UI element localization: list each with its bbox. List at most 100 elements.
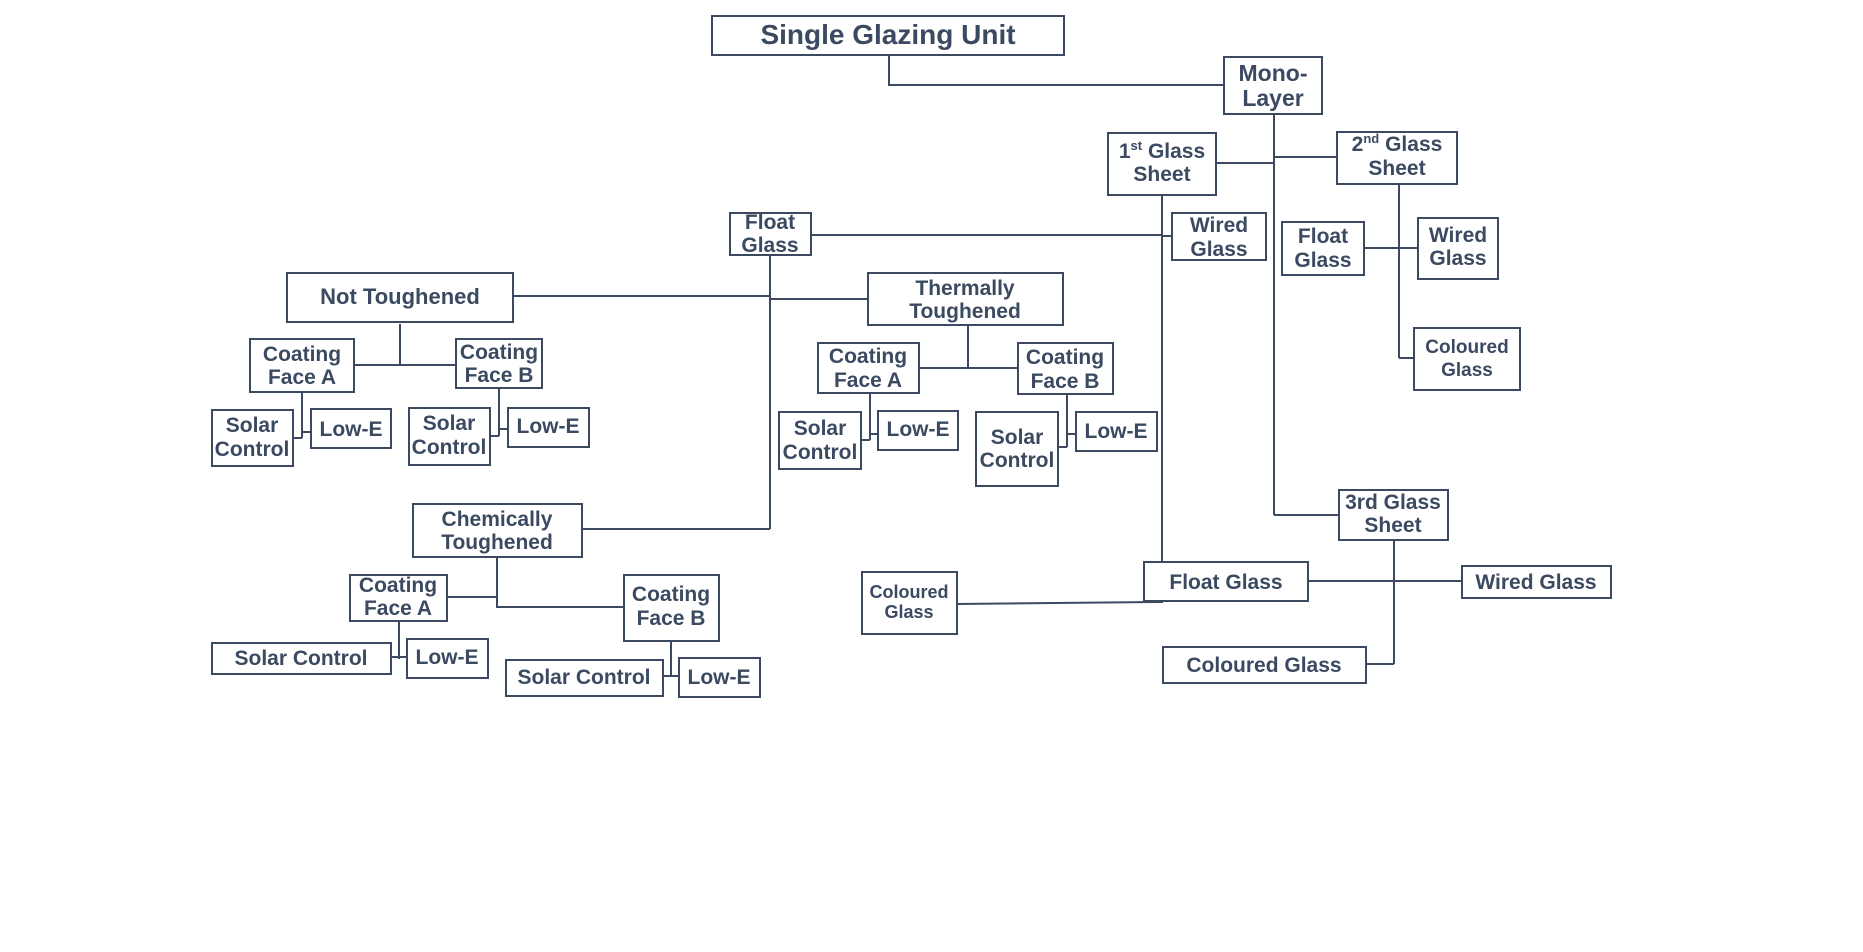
svg-text:Face A: Face A <box>364 597 432 620</box>
ct-coating-face-b-node: Coating Face B <box>623 574 720 642</box>
svg-text:Low-E: Low-E <box>320 418 383 441</box>
s2-float-glass-line-1: Float <box>1298 225 1348 248</box>
svg-text:Face A: Face A <box>268 366 336 389</box>
svg-text:Glass: Glass <box>1441 360 1493 381</box>
nt-coating-face-b-line-2: Face B <box>465 364 534 387</box>
svg-text:Toughened: Toughened <box>441 531 553 554</box>
svg-text:Float Glass: Float Glass <box>1169 571 1282 594</box>
nt-coating-face-a-line-2: Face A <box>268 366 336 389</box>
first-sheet-superscript: st <box>1131 138 1143 153</box>
not-toughened-node: Not Toughened <box>286 272 514 323</box>
svg-text:Wired Glass: Wired Glass <box>1475 571 1596 594</box>
thermally-toughened-line-2: Toughened <box>909 300 1021 323</box>
svg-text:Solar Control: Solar Control <box>517 666 650 689</box>
third-sheet-label-line-2: Sheet <box>1364 514 1421 537</box>
ct-b-solar-control-label: Solar Control <box>517 666 650 689</box>
svg-text:Solar: Solar <box>794 417 847 440</box>
svg-text:Low-E: Low-E <box>887 418 950 441</box>
svg-text:Mono-: Mono- <box>1239 60 1308 86</box>
svg-text:Solar Control: Solar Control <box>234 647 367 670</box>
ct-coating-face-a-line-1: Coating <box>359 574 437 597</box>
chemically-toughened-line-2: Toughened <box>441 531 553 554</box>
tt-coating-face-b-line-1: Coating <box>1026 346 1104 369</box>
svg-text:Toughened: Toughened <box>909 300 1021 323</box>
tt-a-solar-control-line-1: Solar <box>794 417 847 440</box>
nt-a-low-e-label: Low-E <box>320 418 383 441</box>
nt-a-solar-control-node: Solar Control <box>211 409 294 467</box>
nt-a-solar-control-line-2: Control <box>215 438 290 461</box>
s1-coloured-glass-node: Coloured Glass <box>861 571 958 635</box>
chemically-toughened-node: Chemically Toughened <box>412 503 583 558</box>
s2-float-glass-node: Float Glass <box>1281 221 1365 276</box>
svg-text:3rd Glass: 3rd Glass <box>1345 491 1441 514</box>
svg-text:Coating: Coating <box>263 343 341 366</box>
ct-b-low-e-node: Low-E <box>678 657 761 698</box>
tt-b-low-e-label: Low-E <box>1085 420 1148 443</box>
svg-text:Glass: Glass <box>1294 249 1351 272</box>
svg-text:Solar: Solar <box>226 414 279 437</box>
s2-coloured-glass-line-2: Glass <box>1441 360 1493 381</box>
s1-wired-glass-line-1: Wired <box>1190 214 1248 237</box>
s2-wired-glass-line-1: Wired <box>1429 224 1487 247</box>
connector-lines <box>293 56 1462 677</box>
nt-coating-face-b-node: Coating Face B <box>455 338 543 389</box>
svg-text:Face B: Face B <box>637 607 706 630</box>
s1-float-glass-line-2: Glass <box>741 234 798 257</box>
svg-text:Wired: Wired <box>1190 214 1248 237</box>
edge-nt-coatings <box>354 324 401 366</box>
s2-coloured-glass-line-1: Coloured <box>1425 337 1508 358</box>
first-glass-sheet-node: 1st Glass Sheet <box>1107 132 1217 196</box>
diagram-title-text: Single Glazing Unit <box>760 19 1015 50</box>
svg-text:Low-E: Low-E <box>416 646 479 669</box>
third-glass-sheet-node: 3rd Glass Sheet <box>1338 489 1449 541</box>
nt-a-solar-control-line-1: Solar <box>226 414 279 437</box>
s3-coloured-glass-label: Coloured Glass <box>1186 654 1341 677</box>
svg-text:Low-E: Low-E <box>517 415 580 438</box>
s3-coloured-glass-node: Coloured Glass <box>1162 646 1367 684</box>
first-sheet-label-word: Glass <box>1148 140 1205 163</box>
tt-a-low-e-node: Low-E <box>877 410 959 451</box>
s3-float-glass-node: Float Glass <box>1143 561 1309 602</box>
svg-text:Control: Control <box>412 436 487 459</box>
svg-text:Wired: Wired <box>1429 224 1487 247</box>
chemically-toughened-line-1: Chemically <box>442 508 553 531</box>
nt-b-solar-control-node: Solar Control <box>408 407 491 466</box>
first-sheet-label-line-2: Sheet <box>1133 163 1190 186</box>
ct-b-solar-control-node: Solar Control <box>505 659 664 697</box>
svg-text:Solar: Solar <box>991 426 1044 449</box>
tt-a-solar-control-line-2: Control <box>783 441 858 464</box>
diagram-title: Single Glazing Unit <box>711 15 1065 56</box>
svg-text:Face A: Face A <box>834 369 902 392</box>
svg-text:Coating: Coating <box>1026 346 1104 369</box>
tt-coating-face-a-node: Coating Face A <box>817 342 920 394</box>
tt-coating-face-b-node: Coating Face B <box>1017 342 1114 395</box>
edge-ct-coatings <box>496 556 624 608</box>
svg-text:Glass: Glass <box>884 602 933 622</box>
second-sheet-label-line-2: Sheet <box>1368 157 1425 180</box>
svg-text:Glass: Glass <box>1190 238 1247 261</box>
mono-layer-label-line-2: Layer <box>1242 85 1303 111</box>
not-toughened-label: Not Toughened <box>320 284 480 309</box>
tt-b-solar-control-node: Solar Control <box>975 411 1059 487</box>
thermally-toughened-node: Thermally Toughened <box>867 272 1064 326</box>
tt-b-solar-control-line-1: Solar <box>991 426 1044 449</box>
thermally-toughened-line-1: Thermally <box>915 277 1015 300</box>
tt-a-solar-control-node: Solar Control <box>778 411 862 470</box>
svg-text:Coating: Coating <box>829 345 907 368</box>
svg-text:Low-E: Low-E <box>688 666 751 689</box>
nt-b-low-e-label: Low-E <box>517 415 580 438</box>
tt-coating-face-a-line-1: Coating <box>829 345 907 368</box>
svg-text:Coating: Coating <box>359 574 437 597</box>
svg-text:2nd Glass: 2nd Glass <box>1352 131 1443 156</box>
s1-wired-glass-node: Wired Glass <box>1171 212 1267 261</box>
ct-coating-face-b-line-1: Coating <box>632 583 710 606</box>
first-sheet-ordinal: 1 <box>1119 140 1131 163</box>
tt-a-low-e-label: Low-E <box>887 418 950 441</box>
svg-text:Sheet: Sheet <box>1133 163 1190 186</box>
ct-b-low-e-label: Low-E <box>688 666 751 689</box>
s1-wired-glass-line-2: Glass <box>1190 238 1247 261</box>
nt-b-solar-control-line-2: Control <box>412 436 487 459</box>
s1-float-glass-line-1: Float <box>745 211 795 234</box>
second-sheet-label-word: Glass <box>1385 133 1442 156</box>
